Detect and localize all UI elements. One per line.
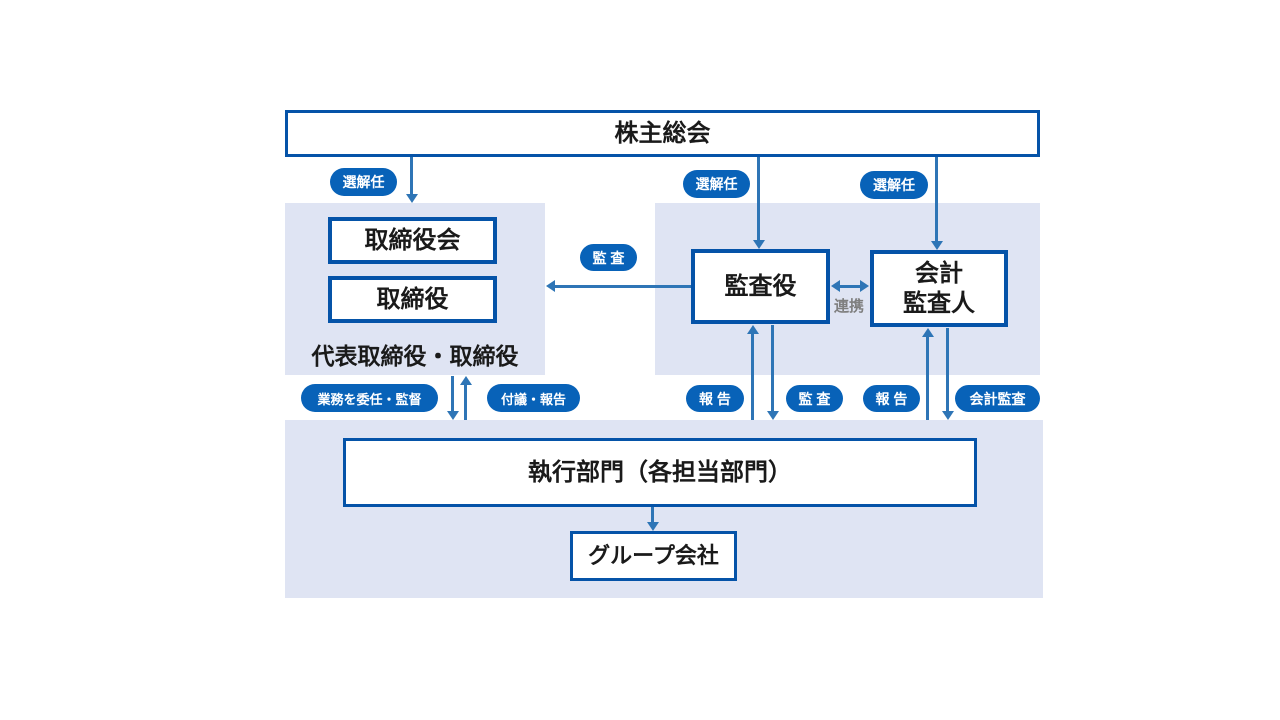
connector-shareholders-to-audit-officer	[757, 157, 760, 241]
accounting-auditor-label: 会計 監査人	[903, 259, 975, 318]
arrowhead-right-icon	[860, 280, 869, 292]
connector-audit-to-directors	[555, 285, 691, 288]
connector-report-up	[464, 384, 467, 420]
appointment-pill-left: 選解任	[330, 168, 397, 196]
appointment-pill-right: 選解任	[860, 171, 928, 199]
connector-executive-to-group	[651, 507, 654, 524]
arrowhead-down-icon	[753, 240, 765, 249]
arrowhead-up-icon	[460, 376, 472, 385]
group-companies-box: グループ会社	[570, 531, 737, 581]
executive-division-label: 執行部門（各担当部門）	[528, 458, 792, 486]
arrowhead-down-icon	[767, 411, 779, 420]
directors-box: 取締役	[328, 276, 497, 323]
audit-pill-executive: 監 査	[786, 385, 843, 412]
board-of-directors-box: 取締役会	[328, 217, 497, 264]
connector-cooperation	[839, 285, 861, 288]
connector-audit-down	[771, 325, 774, 412]
report-pill-audit-officer: 報 告	[686, 385, 744, 412]
accounting-auditor-line1: 会計	[915, 260, 963, 288]
arrowhead-left-icon	[831, 280, 840, 292]
arrowhead-down-icon	[647, 522, 659, 531]
accounting-audit-pill: 会計監査	[955, 385, 1040, 412]
report-pill-accounting-auditor: 報 告	[863, 385, 920, 412]
connector-shareholders-to-accounting-auditor	[935, 157, 938, 242]
audit-officers-box: 監査役	[691, 249, 830, 324]
shareholders-meeting-label: 株主総会	[614, 119, 711, 147]
submit-report-pill: 付議・報告	[487, 384, 580, 412]
accounting-auditor-box: 会計 監査人	[870, 250, 1008, 327]
board-of-directors-label: 取締役会	[364, 226, 461, 254]
arrowhead-down-icon	[447, 411, 459, 420]
connector-shareholders-to-board	[410, 157, 413, 195]
arrowhead-up-icon	[747, 325, 759, 334]
connector-accounting-audit-down	[946, 328, 949, 412]
representative-directors-label: 代表取締役・取締役	[311, 343, 519, 369]
audit-officers-label: 監査役	[724, 272, 797, 300]
connector-report-to-accounting-auditor	[926, 336, 929, 420]
group-companies-label: グループ会社	[588, 542, 719, 568]
audit-pill-to-directors: 監 査	[580, 244, 637, 271]
connector-report-to-audit-officer	[751, 333, 754, 420]
arrowhead-down-icon	[406, 194, 418, 203]
arrowhead-down-icon	[931, 241, 943, 250]
arrowhead-down-icon	[942, 411, 954, 420]
connector-delegate-down	[451, 376, 454, 413]
accounting-auditor-line2: 監査人	[903, 289, 975, 317]
appointment-pill-middle: 選解任	[683, 170, 750, 198]
cooperation-label: 連携	[834, 298, 865, 315]
shareholders-meeting-box: 株主総会	[285, 110, 1040, 157]
executive-division-box: 執行部門（各担当部門）	[343, 438, 977, 507]
delegate-supervise-pill: 業務を委任・監督	[301, 384, 438, 412]
arrowhead-up-icon	[922, 328, 934, 337]
arrowhead-left-icon	[546, 280, 555, 292]
directors-label: 取締役	[376, 285, 449, 313]
